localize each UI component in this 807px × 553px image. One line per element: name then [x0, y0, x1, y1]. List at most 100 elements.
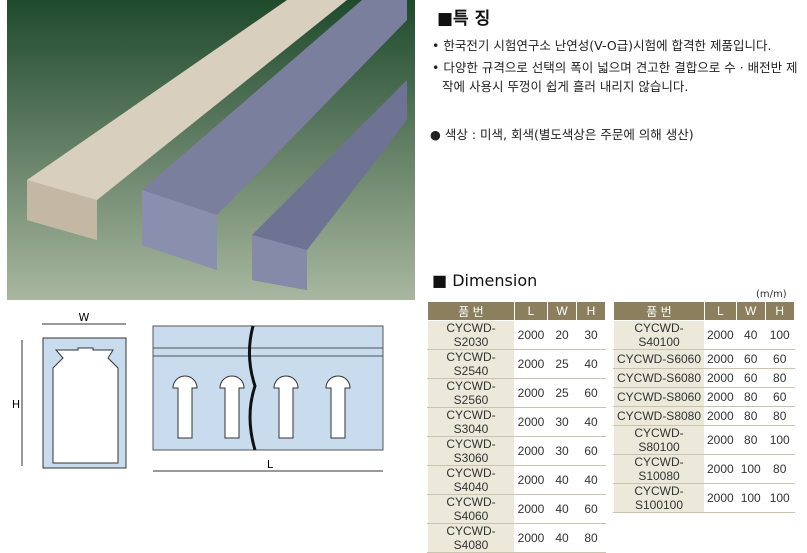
column-header: 품 번: [427, 301, 515, 321]
table-cell: 60: [764, 349, 795, 369]
table-cell: 2000: [514, 436, 548, 466]
table-cell: 2000: [514, 407, 548, 437]
table-cell: 20: [547, 320, 577, 350]
table-cell: CYCWD-S8080: [613, 406, 705, 426]
unit-label: (m/m): [756, 289, 787, 300]
table-cell: 2000: [704, 454, 737, 484]
table-cell: 60: [576, 436, 606, 466]
dimension-diagram: W H L: [12, 311, 384, 472]
table-cell: 60: [735, 368, 766, 388]
column-header: H: [764, 301, 795, 321]
table-cell: 40: [576, 349, 606, 379]
color-info: ● 색상 : 미색, 회색(별도색상은 주문에 의해 생산): [430, 127, 694, 142]
table-cell: CYCWD-S4080: [427, 523, 515, 553]
table-cell: 80: [764, 368, 795, 388]
table-cell: 2000: [514, 523, 548, 553]
table-cell: 2000: [514, 494, 548, 524]
table-cell: 100: [735, 454, 766, 484]
table-cell: 2000: [514, 465, 548, 495]
table-cell: 25: [547, 378, 577, 408]
table-cell: 2000: [704, 425, 737, 455]
table-cell: 60: [576, 494, 606, 524]
table-cell: CYCWD-S40100: [613, 320, 705, 350]
product-photo: [7, 0, 415, 300]
table-cell: 2000: [704, 320, 737, 350]
table-cell: CYCWD-S3040: [427, 407, 515, 437]
table-cell: 80: [735, 387, 766, 407]
table-cell: 80: [764, 406, 795, 426]
table-cell: 40: [547, 465, 577, 495]
table-cell: 80: [735, 425, 766, 455]
w-label: W: [79, 311, 90, 324]
table-cell: CYCWD-S100100: [613, 483, 705, 513]
column-header: W: [547, 301, 577, 321]
table-cell: CYCWD-S6080: [613, 368, 705, 388]
table-cell: 30: [547, 407, 577, 437]
table-cell: 2000: [704, 483, 737, 513]
table-cell: CYCWD-S4040: [427, 465, 515, 495]
table-cell: 60: [735, 349, 766, 369]
table-cell: 40: [576, 465, 606, 495]
column-header: L: [704, 301, 737, 321]
table-cell: CYCWD-S6060: [613, 349, 705, 369]
feature-item: • 다양한 규격으로 선택의 폭이 넓으며 견고한 결합으로 수 · 배전반 제…: [432, 60, 798, 94]
table-cell: 100: [764, 483, 795, 513]
column-header: W: [735, 301, 766, 321]
table-cell: 40: [547, 494, 577, 524]
table-cell: CYCWD-S10080: [613, 454, 705, 484]
table-cell: 80: [764, 454, 795, 484]
table-cell: 30: [576, 320, 606, 350]
table-cell: CYCWD-S2560: [427, 378, 515, 408]
table-cell: CYCWD-S2030: [427, 320, 515, 350]
table-cell: 25: [547, 349, 577, 379]
table-cell: 2000: [514, 378, 548, 408]
table-cell: CYCWD-S4060: [427, 494, 515, 524]
table-cell: CYCWD-S2540: [427, 349, 515, 379]
table-cell: 80: [576, 523, 606, 553]
table-cell: CYCWD-S3060: [427, 436, 515, 466]
column-header: H: [576, 301, 606, 321]
table-cell: 40: [735, 320, 766, 350]
table-cell: 60: [764, 387, 795, 407]
table-cell: 100: [764, 425, 795, 455]
features-list: • 한국전기 시험연구소 난연성(V-O급)시험에 합격한 제품입니다. • 다…: [430, 36, 800, 99]
table-cell: 2000: [514, 349, 548, 379]
l-label: L: [267, 458, 274, 471]
features-title: ■특 징: [437, 9, 491, 29]
table-cell: 2000: [704, 406, 737, 426]
table-cell: CYCWD-S80100: [613, 425, 705, 455]
table-cell: 2000: [704, 368, 737, 388]
h-label: H: [12, 398, 20, 411]
feature-item: • 한국전기 시험연구소 난연성(V-O급)시험에 합격한 제품입니다.: [432, 38, 772, 53]
table-cell: CYCWD-S8060: [613, 387, 705, 407]
table-cell: 2000: [704, 387, 737, 407]
table-cell: 2000: [704, 349, 737, 369]
table-cell: 80: [735, 406, 766, 426]
table-cell: 30: [547, 436, 577, 466]
table-cell: 40: [576, 407, 606, 437]
column-header: L: [514, 301, 548, 321]
column-header: 품 번: [613, 301, 705, 321]
table-cell: 40: [547, 523, 577, 553]
table-cell: 100: [764, 320, 795, 350]
table-cell: 100: [735, 483, 766, 513]
